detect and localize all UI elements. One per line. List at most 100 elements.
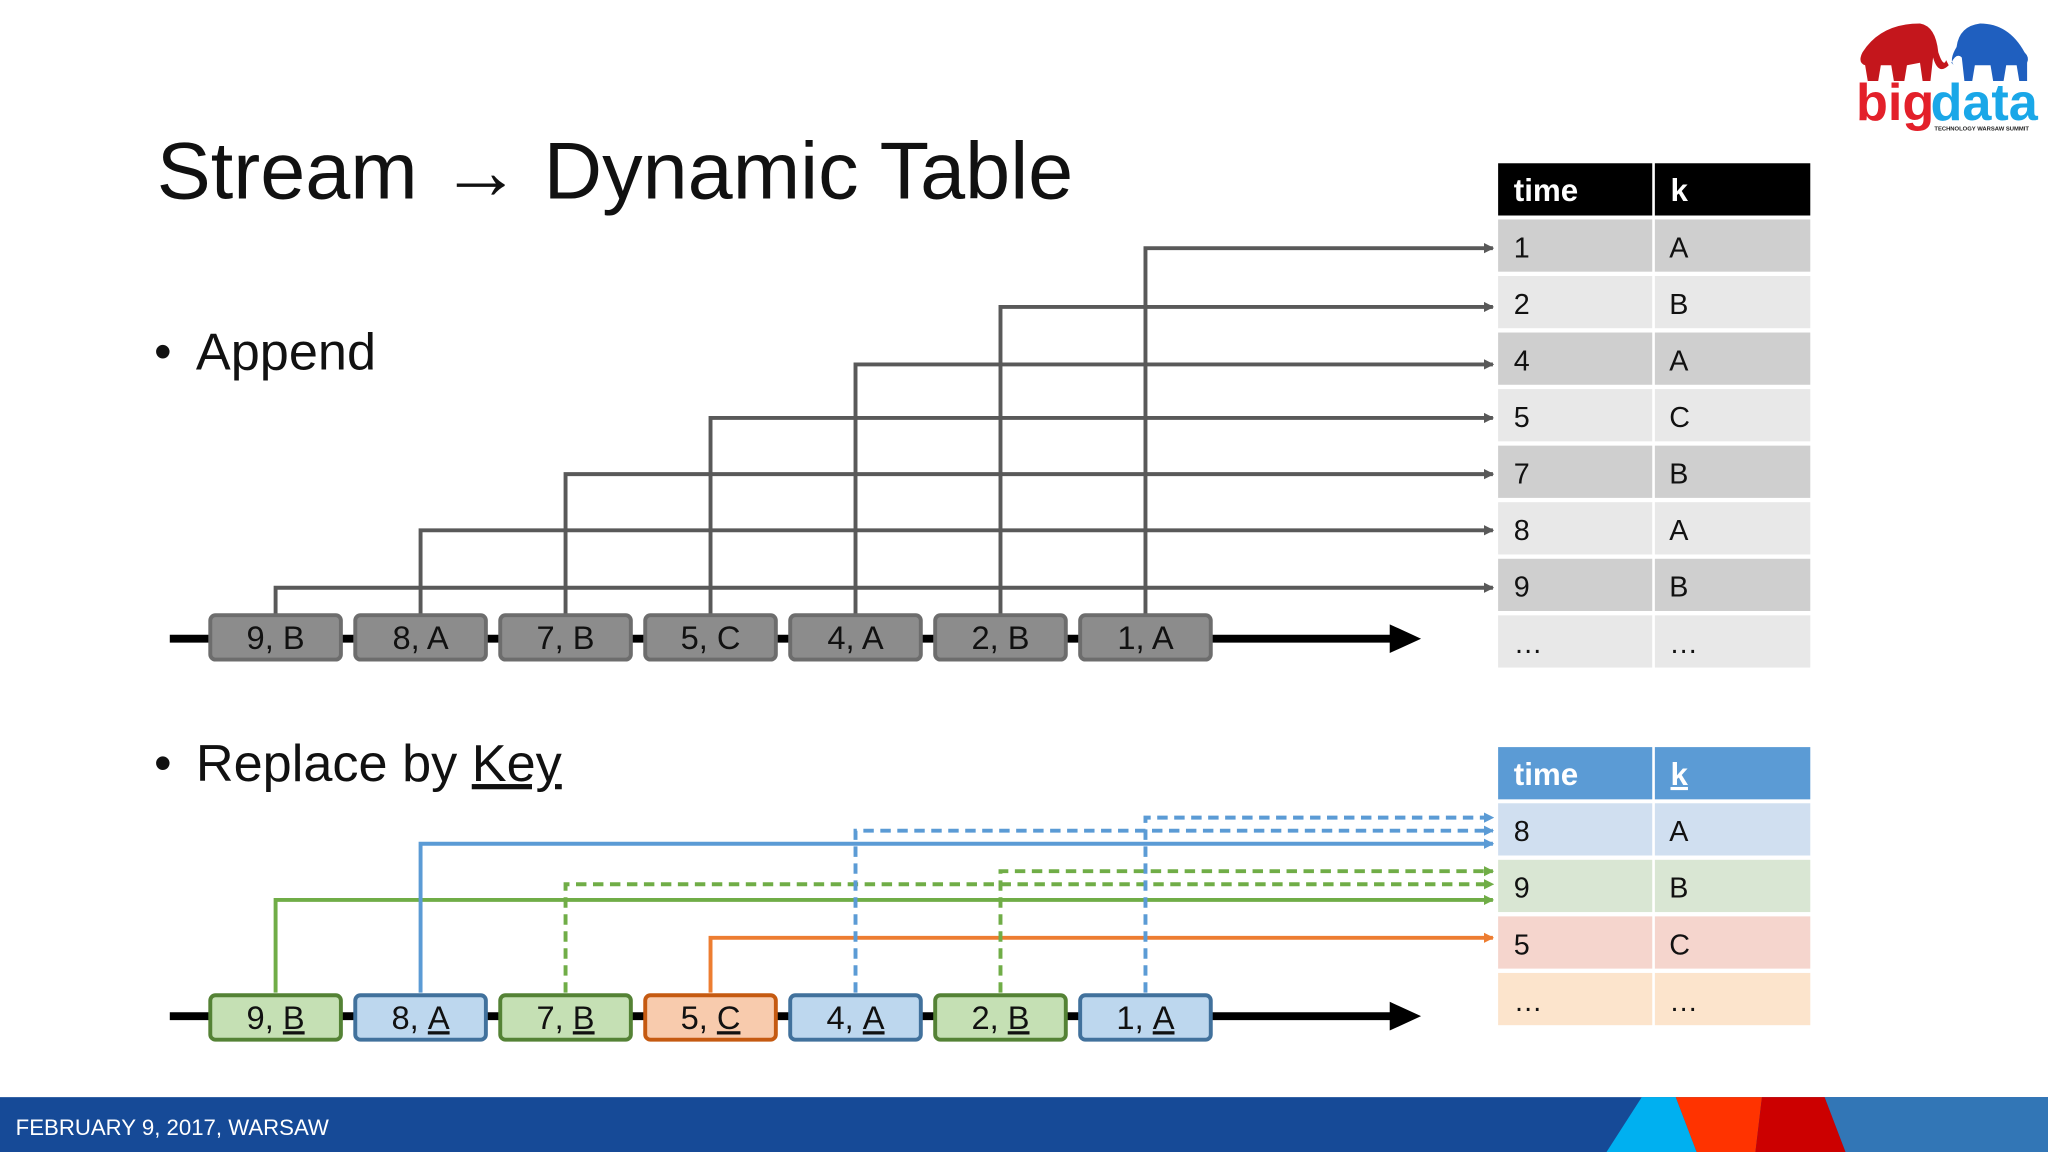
stream-event-label: 7, B <box>537 999 595 1036</box>
stream-event-box: 8, A <box>353 993 488 1042</box>
table-cell-k: … <box>1669 628 1698 660</box>
stream-event-rect <box>643 613 778 662</box>
table-cell-k: B <box>1669 873 1688 905</box>
bullet-replace-label: Replace by Key <box>196 735 563 793</box>
table-cell-time: 7 <box>1514 459 1530 491</box>
table-cell-k: … <box>1669 986 1698 1018</box>
stream-event-label: 2, B <box>971 999 1029 1036</box>
bullet-append: • Append <box>154 323 376 381</box>
replace-connector-arrow <box>853 825 1495 993</box>
table-cell <box>1498 558 1653 612</box>
event-key: B <box>1008 999 1030 1036</box>
stream-event-label: 9, B <box>247 999 305 1036</box>
append-connector-arrow <box>708 412 1495 616</box>
table-cell-k: C <box>1669 929 1690 961</box>
replace-key-underlined: Key <box>472 735 563 793</box>
table-cell-k: A <box>1669 816 1689 848</box>
table-cell-time: 5 <box>1514 929 1530 961</box>
table-cell-time: 8 <box>1514 515 1530 547</box>
table-header-cell <box>1654 163 1811 216</box>
stream-event-box: 4, A <box>788 613 923 662</box>
event-time: 5, <box>681 999 717 1036</box>
event-time: 9, <box>247 999 283 1036</box>
stream-event-rect <box>208 993 343 1042</box>
table-cell-k: B <box>1669 459 1688 491</box>
stream-event-rect <box>353 993 488 1042</box>
stream-event-label: 5, C <box>681 999 741 1036</box>
red-elephant-icon <box>1860 23 1949 81</box>
replace-connector-arrow <box>418 838 1495 993</box>
table-cell-time: 9 <box>1514 873 1530 905</box>
stream-event-box: 7, B <box>498 993 633 1042</box>
table-cell <box>1654 615 1811 668</box>
table-cell <box>1498 332 1653 385</box>
table-cell <box>1654 558 1811 612</box>
timeline-arrowhead <box>1389 624 1422 654</box>
stream-event-box: 5, C <box>643 613 778 662</box>
event-key: A <box>863 999 885 1036</box>
table-cell <box>1498 445 1653 498</box>
table-cell-k: A <box>1669 515 1689 547</box>
table-cell <box>1654 332 1811 385</box>
bullet-replace-by-key: • Replace by Key <box>154 735 563 793</box>
table-cell-time: 8 <box>1514 816 1530 848</box>
table-cell <box>1654 445 1811 498</box>
table-cell <box>1654 275 1811 329</box>
replace-connectors <box>273 812 1495 993</box>
stream-event-label: 5, C <box>681 619 741 656</box>
table-header-cell <box>1654 747 1811 800</box>
append-connector-arrow <box>1143 242 1495 616</box>
table-cell-time: 9 <box>1514 572 1530 604</box>
replace-connector-arrow <box>563 879 1495 993</box>
event-key: A <box>1153 999 1175 1036</box>
table-cell-k: C <box>1669 402 1690 434</box>
slide-title: Stream → Dynamic Table <box>157 127 1073 217</box>
table-cell-time: … <box>1514 628 1543 660</box>
replace-connector-arrow <box>1143 812 1495 993</box>
table-cell <box>1498 859 1653 913</box>
footer-stripe-red <box>1755 1097 1846 1152</box>
footer-date-location: FEBRUARY 9, 2017, WARSAW <box>16 1115 329 1140</box>
table-header-k: k <box>1671 173 1689 208</box>
replace-connector-arrow <box>998 865 1495 993</box>
stream-event-box: 1, A <box>1078 613 1213 662</box>
table-cell <box>1654 972 1811 1026</box>
stream-event-box: 5, C <box>643 993 778 1042</box>
append-connectors <box>273 242 1495 616</box>
stream-event-box: 8, A <box>353 613 488 662</box>
event-time: 7, <box>537 999 573 1036</box>
table-cell <box>1498 502 1653 555</box>
timeline-arrowhead <box>1389 1001 1422 1031</box>
replace-connector-arrow <box>273 894 1495 993</box>
stream-event-rect <box>498 993 633 1042</box>
footer-bar: FEBRUARY 9, 2017, WARSAW <box>0 1097 2048 1152</box>
stream-event-box: 9, B <box>208 613 343 662</box>
event-time: 8, <box>392 999 428 1036</box>
stream-event-label: 7, B <box>537 619 595 656</box>
blue-elephant-icon <box>1951 23 2028 81</box>
logo-tagline: TECHNOLOGY WARSAW SUMMIT <box>1934 127 2029 133</box>
stream-event-box: 7, B <box>498 613 633 662</box>
replace-connector-arrow <box>708 932 1495 993</box>
event-key: A <box>428 999 450 1036</box>
table-header-time: time <box>1514 757 1578 792</box>
event-time: 2, <box>971 999 1007 1036</box>
table-cell-time: 2 <box>1514 289 1530 321</box>
stream-event-label: 1, A <box>1116 999 1174 1036</box>
table-cell <box>1654 502 1811 555</box>
table-cell <box>1654 859 1811 913</box>
table-cell <box>1654 803 1811 856</box>
table-cell-k: A <box>1669 345 1689 377</box>
append-connector-arrow <box>853 359 1495 616</box>
stream-event-rect <box>933 613 1068 662</box>
logo-data: data <box>1930 74 2038 132</box>
stream-event-rect <box>788 613 923 662</box>
footer-stripe-orange <box>1675 1097 1762 1152</box>
event-key: B <box>283 999 305 1036</box>
stream-event-label: 8, A <box>392 619 448 656</box>
table-cell <box>1498 275 1653 329</box>
footer-stripe-cyan <box>1606 1097 1697 1152</box>
event-key: C <box>717 999 741 1036</box>
table-cell <box>1654 219 1811 272</box>
